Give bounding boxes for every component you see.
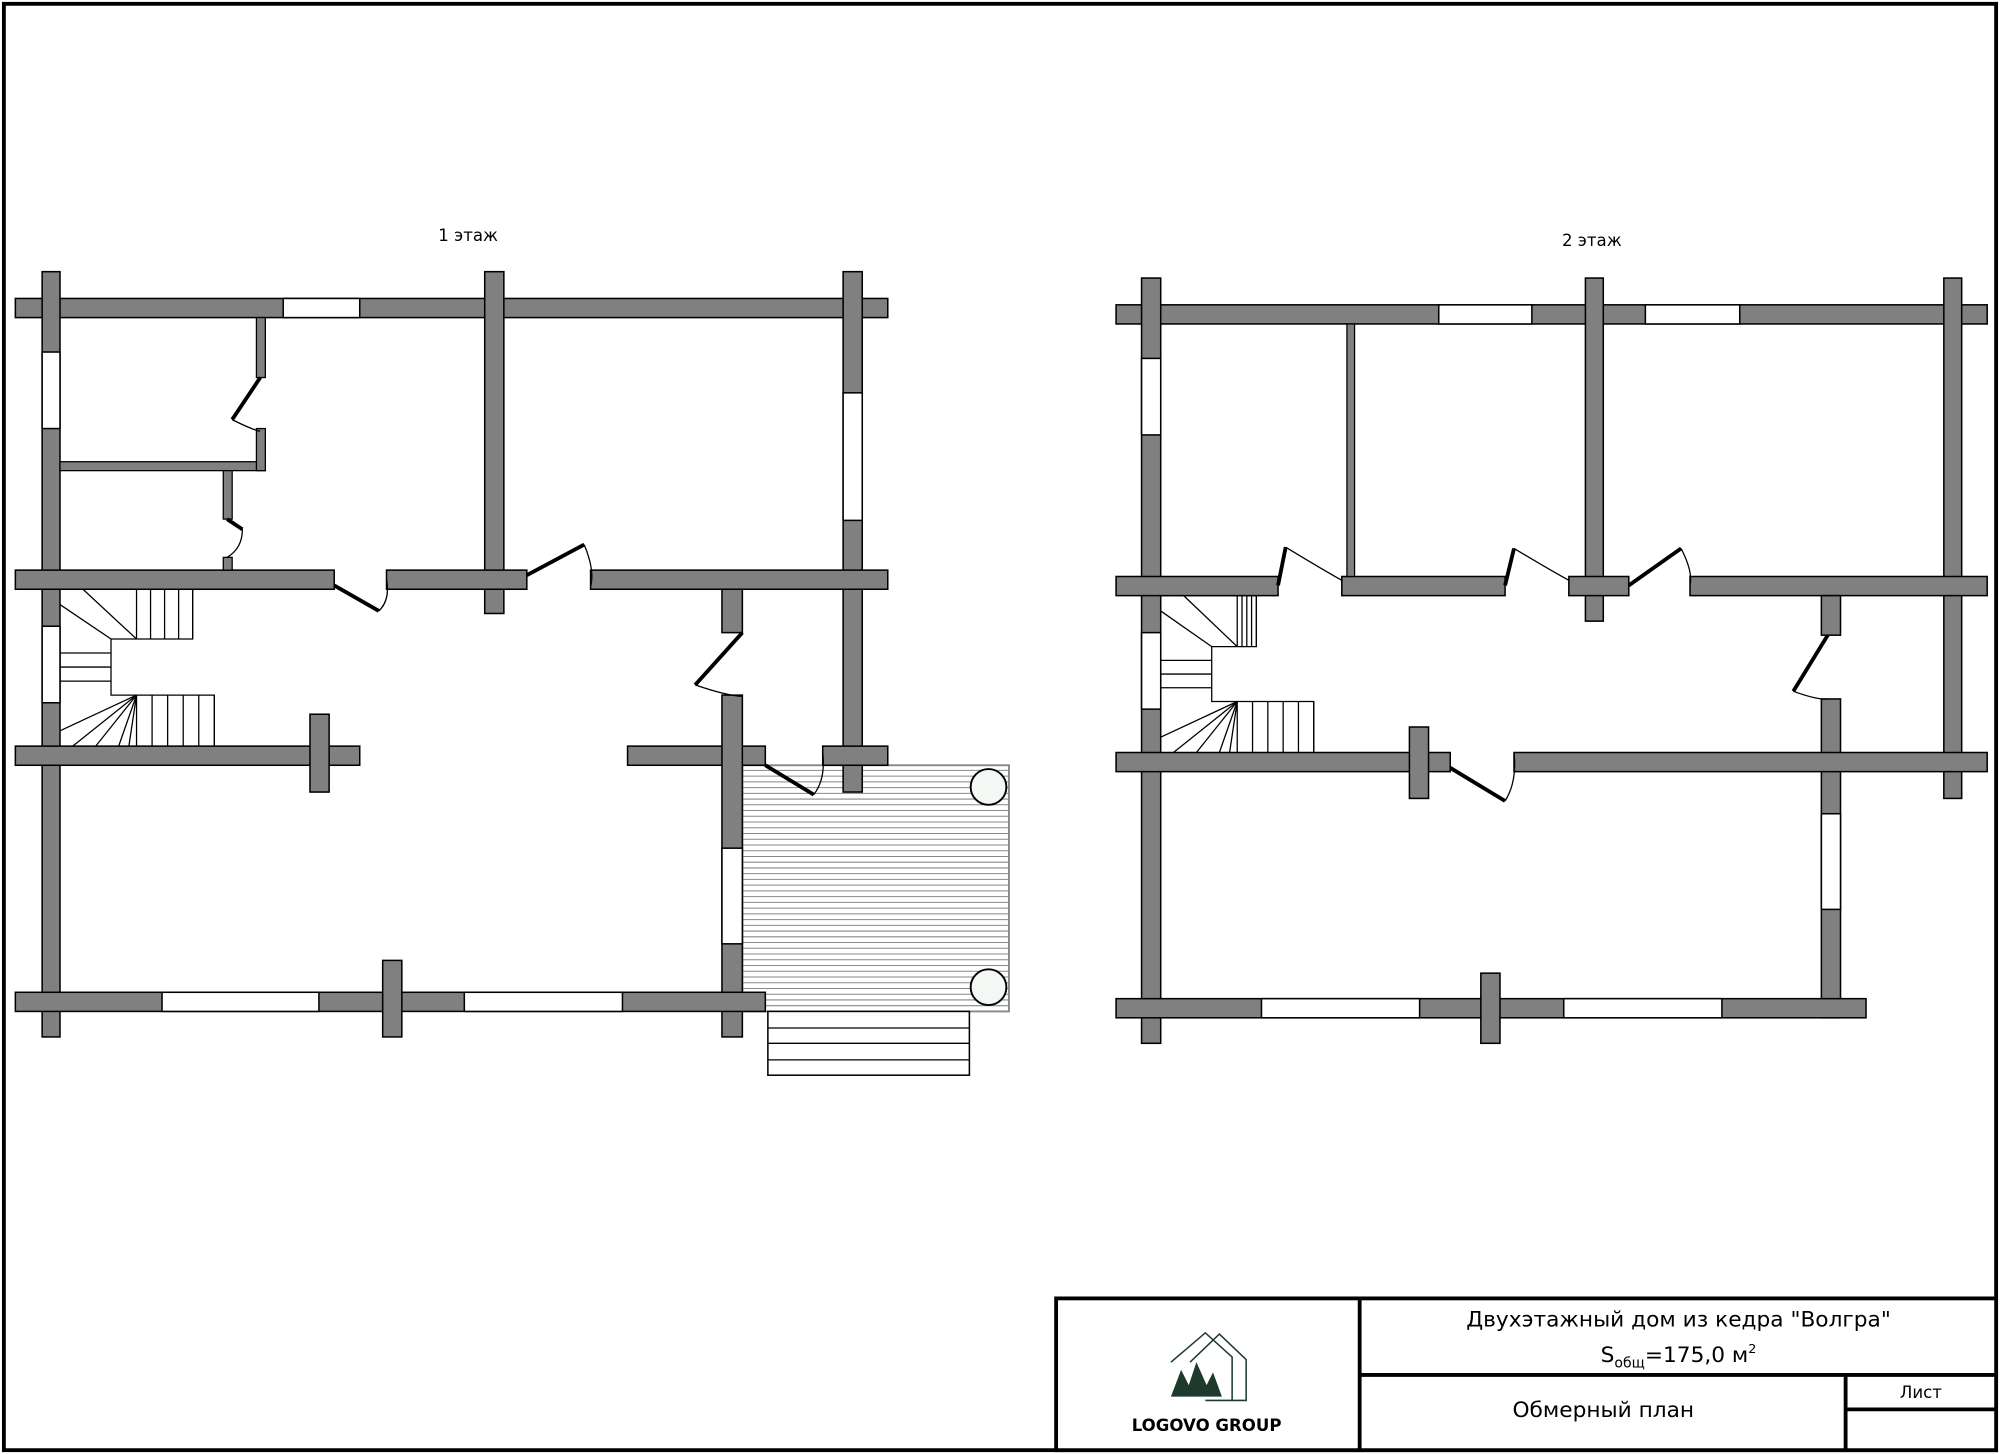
partition-wall bbox=[1346, 323, 1356, 578]
log-wall bbox=[14, 745, 361, 767]
window bbox=[1820, 812, 1842, 911]
door-swing-arc bbox=[1504, 752, 1516, 802]
sheet-label: Лист bbox=[1900, 1383, 1942, 1402]
log-wall bbox=[14, 297, 889, 319]
door-swing-arc bbox=[231, 419, 261, 432]
log-wall bbox=[1513, 751, 1988, 773]
log-wall bbox=[309, 713, 330, 793]
winder bbox=[1173, 700, 1238, 754]
window bbox=[41, 625, 61, 704]
window bbox=[842, 392, 864, 522]
log-wall bbox=[1341, 575, 1506, 597]
door-swing-arc bbox=[1285, 546, 1343, 581]
winder bbox=[1160, 700, 1238, 738]
winder bbox=[118, 694, 138, 747]
window bbox=[1644, 304, 1741, 325]
door-leaf bbox=[1276, 546, 1288, 586]
logo-icon bbox=[1170, 1331, 1247, 1402]
door-leaf bbox=[1503, 547, 1516, 586]
log-wall bbox=[821, 745, 889, 767]
door-leaf bbox=[226, 517, 244, 531]
log-wall bbox=[589, 569, 889, 591]
door-leaf bbox=[1627, 546, 1683, 587]
door-swing-arc bbox=[378, 578, 389, 612]
winder bbox=[1160, 610, 1213, 648]
window bbox=[721, 847, 744, 945]
log-wall bbox=[483, 270, 505, 615]
door-swing-arc bbox=[1680, 548, 1692, 586]
window bbox=[1437, 304, 1533, 325]
partition-wall bbox=[222, 469, 233, 520]
window bbox=[1140, 631, 1162, 710]
title-block: LOGOVO GROUP Двухэтажный дом из кедра "В… bbox=[1054, 1296, 1999, 1453]
log-wall bbox=[1480, 972, 1501, 1045]
door-leaf bbox=[693, 631, 744, 687]
doors bbox=[226, 376, 1830, 803]
column-post bbox=[969, 968, 1008, 1007]
door-leaf bbox=[525, 542, 586, 577]
drawing-name: Обмерный план bbox=[1512, 1398, 1694, 1423]
floor-1-label: 1 этаж bbox=[438, 226, 498, 245]
window bbox=[1562, 997, 1723, 1019]
door-swing-arc bbox=[226, 529, 244, 558]
winder bbox=[72, 694, 137, 747]
window bbox=[282, 297, 361, 319]
logo-text: LOGOVO GROUP bbox=[1132, 1416, 1282, 1435]
door-swing-arc bbox=[1513, 547, 1570, 581]
log-wall bbox=[1689, 575, 1988, 597]
log-wall bbox=[1115, 304, 1988, 325]
partition-wall bbox=[255, 316, 266, 379]
floor-2-label: 2 этаж bbox=[1562, 231, 1622, 250]
column-post bbox=[969, 768, 1008, 806]
log-wall bbox=[1943, 277, 1963, 800]
log-wall bbox=[721, 588, 744, 634]
door-leaf bbox=[333, 583, 380, 613]
partition-wall bbox=[222, 556, 233, 571]
log-wall bbox=[842, 270, 864, 793]
winder bbox=[59, 604, 112, 640]
log-wall bbox=[1584, 277, 1605, 622]
winder bbox=[59, 694, 137, 732]
door-leaf bbox=[1449, 766, 1507, 803]
winder bbox=[82, 588, 137, 640]
log-wall bbox=[1408, 726, 1430, 800]
windows bbox=[41, 297, 1842, 1019]
door-swing-arc bbox=[583, 544, 593, 587]
door-leaf bbox=[764, 763, 815, 797]
window bbox=[1260, 997, 1421, 1019]
window bbox=[161, 991, 320, 1013]
winder bbox=[128, 695, 138, 747]
door-swing-arc bbox=[813, 752, 824, 795]
winder bbox=[95, 694, 138, 747]
log-wall bbox=[1115, 751, 1451, 773]
winder bbox=[1183, 595, 1238, 648]
door-swing-arc bbox=[694, 684, 743, 698]
log-wall bbox=[1115, 575, 1279, 597]
log-wall bbox=[626, 745, 767, 767]
terrace-deck bbox=[741, 764, 1010, 1013]
partition-wall bbox=[59, 461, 266, 472]
door-leaf bbox=[1791, 634, 1830, 693]
winder bbox=[1195, 701, 1238, 753]
door-leaf bbox=[230, 376, 262, 421]
window bbox=[41, 351, 61, 430]
project-title: Двухэтажный дом из кедра "Волгра" bbox=[1466, 1307, 1891, 1332]
door-swing-arc bbox=[1793, 690, 1828, 700]
terrace bbox=[741, 764, 1010, 1076]
log-wall bbox=[14, 569, 335, 591]
log-wall bbox=[1820, 594, 1842, 636]
window bbox=[1140, 357, 1162, 436]
winder bbox=[1228, 701, 1238, 753]
log-wall bbox=[381, 959, 403, 1038]
partition-wall bbox=[255, 427, 266, 472]
winder bbox=[1218, 701, 1238, 753]
window bbox=[463, 991, 624, 1013]
log-wall bbox=[1568, 575, 1630, 597]
log-wall bbox=[385, 569, 528, 591]
stairs bbox=[59, 588, 1315, 754]
total-area: Sобщ=175,0 м2 bbox=[1601, 1342, 1757, 1371]
